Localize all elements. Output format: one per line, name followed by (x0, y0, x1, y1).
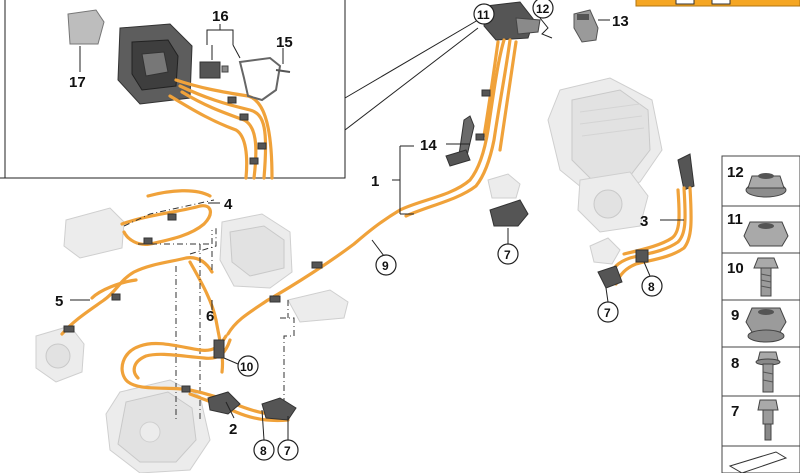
callout-17: 17 (69, 74, 86, 91)
callout-15: 15 (276, 34, 293, 51)
connector-16-part (199, 61, 221, 79)
callout-2: 2 (229, 421, 237, 438)
panel-label-9: 9 (731, 307, 739, 324)
panel-label-7: 7 (731, 403, 739, 420)
fastener-panel (721, 155, 800, 473)
cable-5 (60, 256, 214, 336)
callout-13: 13 (612, 13, 629, 30)
callout-3: 3 (640, 213, 648, 230)
collar-nut-icon (745, 307, 787, 343)
cable-2 (120, 334, 297, 423)
callout-7c: 7 (284, 444, 291, 458)
callout-7a: 7 (504, 248, 511, 262)
callout-9: 9 (382, 259, 389, 273)
flange-nut-icon (745, 173, 787, 198)
callout-6: 6 (206, 308, 214, 325)
callout-12: 12 (536, 2, 550, 16)
bracket-14-part (445, 115, 475, 167)
callout-4: 4 (224, 196, 233, 213)
document-icon (728, 451, 788, 473)
detail-inset (0, 0, 479, 180)
panel-label-11: 11 (727, 211, 743, 228)
callout-8b: 8 (260, 444, 267, 458)
callout-7b: 7 (604, 306, 611, 320)
cable-4 (120, 204, 212, 246)
callout-14: 14 (420, 137, 437, 154)
connector-13-part (573, 9, 599, 43)
callout-11: 11 (477, 8, 490, 22)
pin-bolt-icon (757, 399, 779, 441)
bolt-with-washer-icon (755, 351, 781, 393)
hex-bolt-icon (753, 257, 779, 297)
cable-3 (597, 153, 695, 289)
callout-10: 10 (240, 360, 254, 374)
panel-label-8: 8 (731, 355, 739, 372)
panel-label-12: 12 (727, 164, 744, 181)
callout-1: 1 (371, 173, 379, 190)
bracket-15-part (238, 56, 282, 102)
hex-nut-icon (743, 221, 789, 247)
callout-5: 5 (55, 293, 63, 310)
left-ghost-components (35, 207, 349, 473)
callout-8a: 8 (648, 280, 655, 294)
charging-socket-part (67, 9, 193, 105)
electric-machine-ghost (547, 77, 663, 233)
inlet-module-part (483, 1, 541, 41)
panel-label-10: 10 (727, 260, 744, 277)
callout-16: 16 (212, 8, 229, 25)
